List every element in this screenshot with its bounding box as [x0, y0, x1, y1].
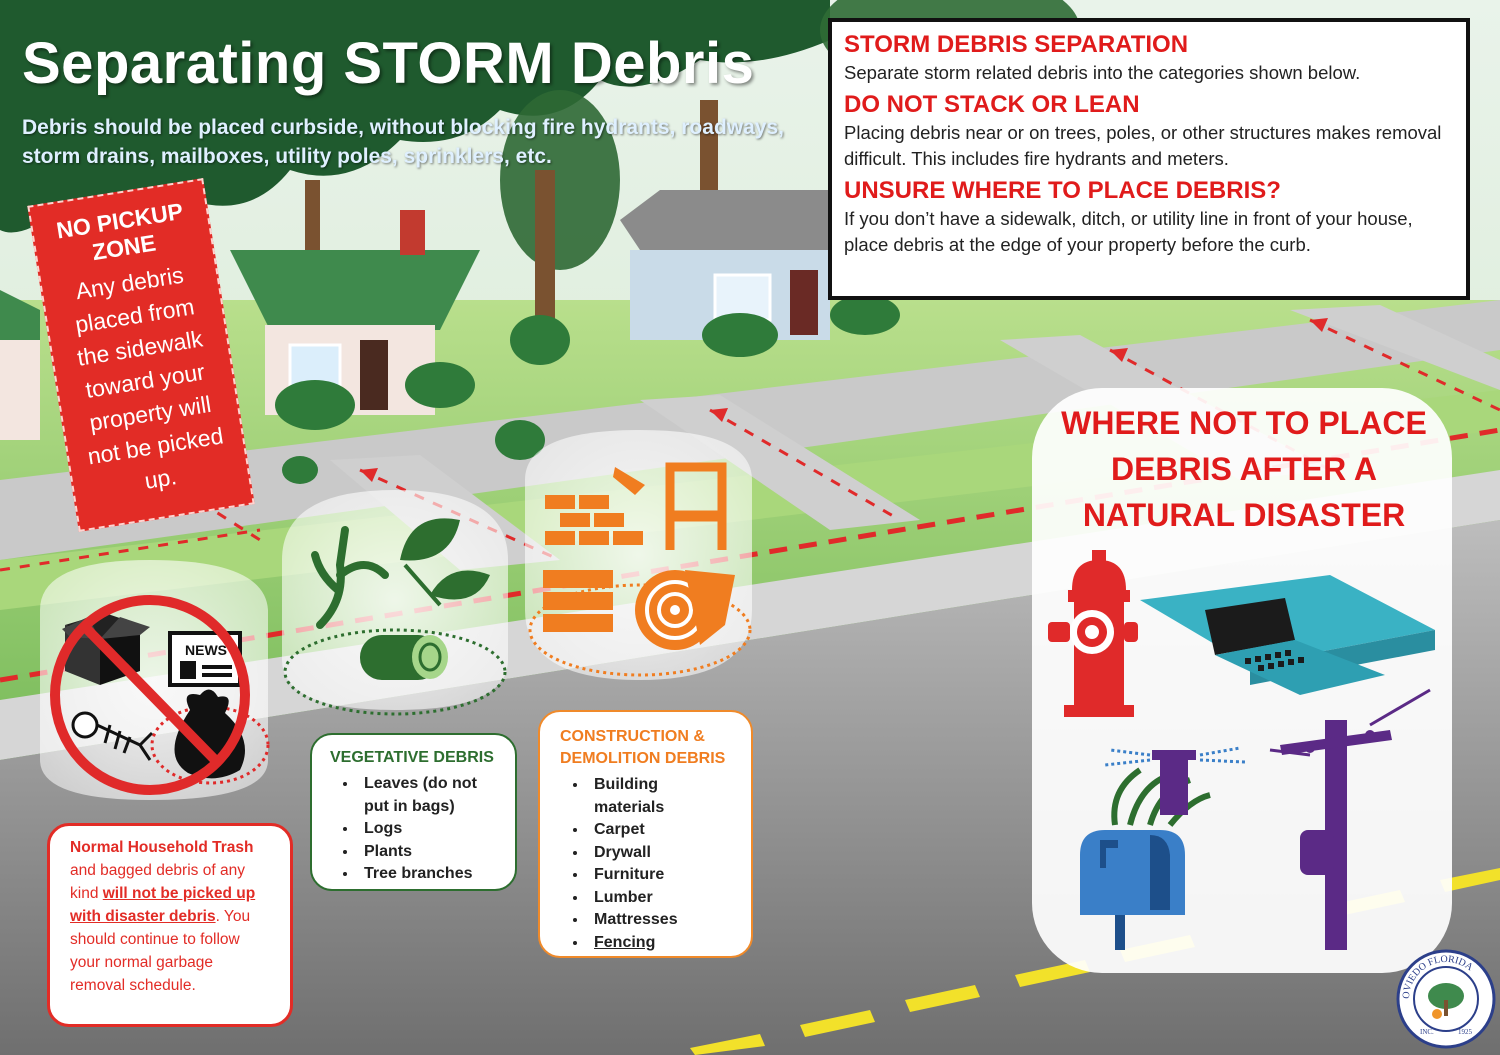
info-text-separation: Separate storm related debris into the c…: [844, 62, 1361, 83]
info-heading-separation: STORM DEBRIS SEPARATION: [844, 31, 1189, 58]
list-item: Fencing: [588, 932, 731, 955]
household-trash-box: Normal Household Trash and bagged debris…: [47, 823, 293, 1027]
list-item: Drywall: [588, 842, 731, 865]
chair-icon: [665, 462, 727, 550]
trash-bold-text: Normal Household Trash: [70, 839, 254, 856]
fish-bones-icon: [71, 711, 154, 761]
household-trash-icons: NEWS: [50, 595, 250, 795]
mailbox-icon: [1080, 830, 1185, 950]
house-far-left: [0, 290, 40, 440]
list-item: Tree branches: [358, 863, 497, 886]
page-title: Separating STORM Debris: [22, 31, 755, 96]
info-heading-stack: DO NOT STACK OR LEAN: [844, 91, 1140, 118]
where-not-title: WHERE NOT TO PLACE DEBRIS AFTER A NATURA…: [1061, 405, 1427, 533]
sprinkler-icon: [1104, 746, 1246, 827]
construction-debris-box: CONSTRUCTION & DEMOLITION DEBRIS Buildin…: [538, 710, 753, 958]
utility-pole-icon: [1269, 688, 1431, 950]
trash-underline-text: will not be picked up with disaster debr…: [70, 885, 256, 925]
info-text-stack: Placing debris near or on trees, poles, …: [844, 122, 1442, 169]
info-box: STORM DEBRIS SEPARATION Separate storm r…: [828, 18, 1470, 300]
vegetative-title: VEGETATIVE DEBRIS: [330, 749, 494, 766]
seal-year: 1925: [1458, 1028, 1473, 1036]
list-item: Building materials: [588, 774, 731, 819]
construction-list: Building materials Carpet Drywall Furnit…: [560, 774, 731, 954]
list-item: Plants: [358, 841, 497, 864]
where-not-icons: [1048, 550, 1435, 950]
city-seal-icon: OVIEDO FLORIDA INC. 1925: [1396, 949, 1496, 1049]
carpet-roll-icon: [635, 570, 735, 650]
trash-text-1: and bagged debris of any kind: [70, 862, 245, 902]
list-item: Leaves (do not put in bags): [358, 773, 497, 818]
construction-title: CONSTRUCTION & DEMOLITION DEBRIS: [560, 728, 726, 767]
list-item: Logs: [358, 818, 497, 841]
vegetative-icons: [311, 518, 490, 680]
storm-drain-icon: [1140, 575, 1435, 695]
log-icon: [360, 635, 448, 680]
vegetative-list: Leaves (do not put in bags) Logs Plants …: [330, 773, 497, 886]
list-item: Furniture: [588, 864, 731, 887]
trash-text-2: . You should continue to follow your nor…: [70, 908, 251, 994]
leaves-icon: [400, 518, 490, 607]
branch-icon: [311, 526, 389, 629]
no-pickup-body: Any debris placed from the sidewalk towa…: [73, 261, 225, 494]
info-heading-unsure: UNSURE WHERE TO PLACE DEBRIS?: [844, 177, 1281, 204]
news-label: NEWS: [185, 642, 227, 658]
prohibited-icon: [50, 595, 250, 795]
info-text-unsure: If you don’t have a sidewalk, ditch, or …: [844, 208, 1413, 255]
list-item: Mattresses: [588, 909, 731, 932]
fire-hydrant-icon: [1048, 550, 1138, 717]
list-item: Carpet: [588, 819, 731, 842]
page-subtitle: Debris should be placed curbside, withou…: [22, 116, 784, 168]
list-item: Lumber: [588, 887, 731, 910]
construction-icons: [543, 462, 735, 650]
bricks-trowel-icon: [545, 467, 645, 545]
vegetative-debris-box: VEGETATIVE DEBRIS Leaves (do not put in …: [310, 733, 517, 891]
seal-inc: INC.: [1420, 1028, 1434, 1036]
drywall-icon: [543, 570, 613, 632]
